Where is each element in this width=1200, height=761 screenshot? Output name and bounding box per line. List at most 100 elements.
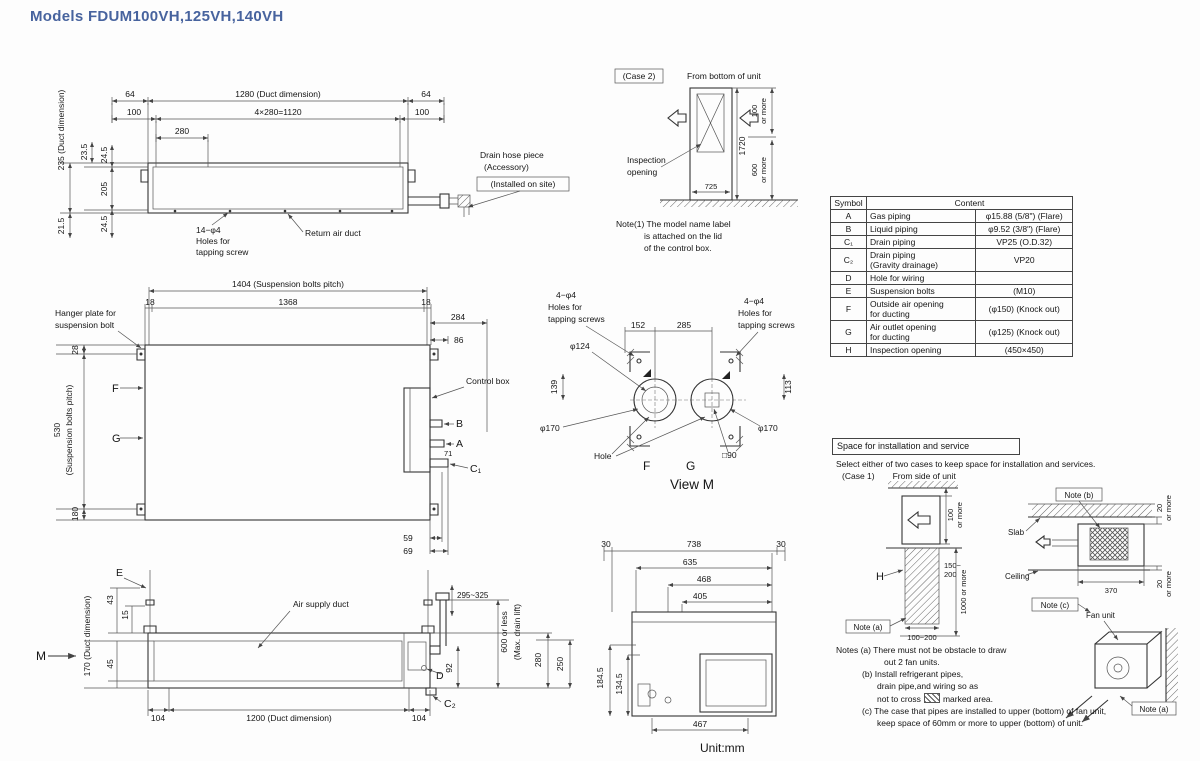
dim-100-or-more: or more <box>759 98 768 124</box>
dim-1720: 1720 <box>737 136 747 155</box>
label-4phi4-left: 4−φ4 <box>556 290 576 300</box>
airflow-arrow-icon <box>1035 534 1051 550</box>
dim-295-325: 295~325 <box>457 591 489 600</box>
dim-113: 113 <box>783 380 793 394</box>
dim-69: 69 <box>403 546 413 556</box>
dim-20-top-or-more: or more <box>1164 495 1173 521</box>
install-select-text: Select either of two cases to keep space… <box>836 459 1096 469</box>
dim-235-duct: 235 (Duct dimension) <box>56 89 66 170</box>
dim-104-right: 104 <box>412 713 426 723</box>
header-content: Content <box>865 196 1074 210</box>
cell-value: VP25 (O.D.32) <box>975 235 1073 249</box>
cell-value: φ15.88 (5/8") (Flare) <box>975 209 1073 223</box>
dim-86: 86 <box>454 335 464 345</box>
label-holes-for: Holes for <box>196 236 230 246</box>
unit-mm-note: Unit:mm <box>700 741 745 755</box>
label-C2: C₂ <box>444 698 456 710</box>
dim-285: 285 <box>677 320 691 330</box>
dim-530-label: (Suspension bolts pitch) <box>64 384 74 475</box>
label-accessory: (Accessory) <box>484 162 529 172</box>
install-ceiling-detail: Note (b) Slab 20 or more 20 or more Ceil… <box>1005 487 1173 597</box>
cell-value: VP20 <box>975 248 1073 272</box>
dim-100-right: 100 <box>415 107 429 117</box>
dim-1120: 4×280=1120 <box>254 107 301 117</box>
front-view: 1404 (Suspension bolts pitch) 18 1368 18… <box>52 279 510 556</box>
dim-280: 280 <box>175 126 189 136</box>
airflow-arrow-icon <box>739 108 759 128</box>
dim-1368: 1368 <box>279 297 298 307</box>
dim-467: 467 <box>693 719 707 729</box>
cell-value: (φ150) (Knock out) <box>975 297 1073 321</box>
label-ceiling: Ceiling <box>1005 572 1029 581</box>
dim-92: 92 <box>444 663 454 673</box>
dim-23-5: 23.5 <box>79 143 89 160</box>
cell-value: (M10) <box>975 284 1073 298</box>
dim-370: 370 <box>1105 586 1118 595</box>
label-drain-hose-piece: Drain hose piece <box>480 150 544 160</box>
label-control-box: Control box <box>466 376 510 386</box>
install-notes-line2: out 2 fan units. <box>884 657 940 667</box>
dim-24-5-bottom: 24.5 <box>99 215 109 232</box>
cell-symbol: G <box>830 320 867 344</box>
label-hole: Hole <box>594 451 612 461</box>
note1-line1: Note(1) The model name label <box>616 219 731 229</box>
case2-label: (Case 2) <box>623 71 656 81</box>
dim-100-left: 100 <box>127 107 141 117</box>
cell-name: Drain piping(Gravity drainage) <box>865 248 977 272</box>
dim-600-or-less: 600 or less <box>499 611 509 653</box>
cell-name: Suspension bolts <box>865 284 977 298</box>
dim-284: 284 <box>451 312 465 322</box>
dim-200: 200 <box>944 570 957 579</box>
label-holes-for-left: Holes for <box>548 302 582 312</box>
top-view-dimension-lines <box>60 97 445 238</box>
cell-name: Inspection opening <box>865 343 977 357</box>
dim-150: 150~ <box>944 561 962 570</box>
cell-symbol: C₁ <box>830 235 867 249</box>
side-view: E M Air supply duct 170 (Duct dimension)… <box>36 567 574 723</box>
dim-max-drain-lift: (Max. drain lift) <box>512 604 522 660</box>
label-H: H <box>876 571 884 583</box>
top-view: 64 1280 (Duct dimension) 64 100 4×280=11… <box>56 89 570 257</box>
dim-152: 152 <box>631 320 645 330</box>
install-notes-line3: (b) Install refrigerant pipes, <box>862 669 964 679</box>
cell-value: (φ125) (Knock out) <box>975 320 1073 344</box>
dim-100-200: 100~200 <box>907 633 936 642</box>
cell-symbol: A <box>830 209 867 223</box>
dim-100: 100 <box>750 105 759 118</box>
dim-468: 468 <box>697 574 711 584</box>
dim-20-top: 20 <box>1155 504 1164 512</box>
dim-1000-or-more: 1000 or more <box>959 570 968 615</box>
label-holes-for-right: Holes for <box>738 308 772 318</box>
dim-139: 139 <box>549 380 559 394</box>
dim-18-right: 18 <box>421 297 431 307</box>
dim-64-left: 64 <box>125 89 135 99</box>
dim-1404: 1404 (Suspension bolts pitch) <box>232 279 344 289</box>
label-4phi4-right: 4−φ4 <box>744 296 764 306</box>
dim-180: 180 <box>70 507 80 521</box>
install-case1-line: (Case 1)From side of unit <box>842 471 956 481</box>
dim-725: 725 <box>705 182 718 191</box>
label-tapping-screws-left: tapping screws <box>548 314 605 324</box>
dim-405: 405 <box>693 591 707 601</box>
label-fan-unit: Fan unit <box>1086 611 1116 620</box>
label-air-supply-duct: Air supply duct <box>293 599 349 609</box>
cell-name: Liquid piping <box>865 222 977 236</box>
side-view-object-lines <box>143 570 450 696</box>
dim-100-or-more: or more <box>955 502 964 528</box>
label-tapping-screw: tapping screw <box>196 247 249 257</box>
label-return-air-duct: Return air duct <box>305 228 361 238</box>
dim-205: 205 <box>99 182 109 196</box>
dim-20-bottom: 20 <box>1155 580 1164 588</box>
cell-name: Drain piping <box>865 235 977 249</box>
